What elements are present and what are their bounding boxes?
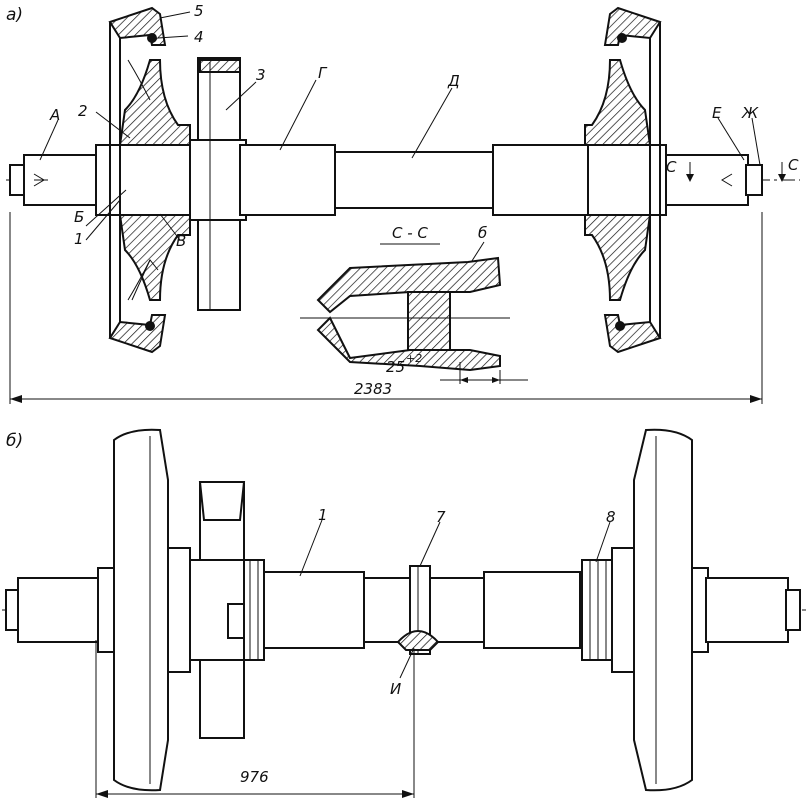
callout-b: Б: [74, 208, 84, 226]
section-mark-c-left: С: [666, 158, 677, 176]
gear-ring-8: [581, 559, 613, 661]
callout-a: А: [49, 106, 60, 124]
section-upper-wall: [316, 256, 502, 314]
overall-length-value: 2383: [354, 380, 392, 398]
right-wheel-seat: [587, 144, 667, 216]
callout-4: 4: [194, 28, 204, 46]
section-dimension: 25: [386, 358, 405, 376]
left-journal-b: [17, 577, 101, 643]
left-wheel-section: [108, 6, 191, 354]
overall-dimension: 2383: [9, 212, 763, 404]
left-wheel-rim-bottom: [108, 314, 167, 354]
left-wheel-hub-bottom: [118, 214, 191, 301]
view-b-label: б): [6, 431, 23, 451]
bottom-dimension: 976: [95, 640, 415, 798]
left-wheel-hub-top: [118, 59, 191, 146]
bottom-dimension-value: 976: [240, 768, 269, 786]
right-journal-b: [705, 577, 789, 643]
view-b: б): [2, 428, 806, 798]
axle-b-right: [483, 571, 581, 649]
callout-b-1: 1: [318, 506, 328, 524]
right-wheel-b: [633, 428, 693, 792]
section-mark-c-right: С: [788, 156, 799, 174]
section-tolerance: +2: [406, 352, 422, 365]
callout-e: Е: [712, 104, 722, 122]
callout-1: 1: [74, 230, 84, 248]
callout-v: В: [176, 232, 186, 250]
callout-5: 5: [194, 2, 204, 20]
section-lower-wall: [316, 316, 501, 372]
axle-b-left: [263, 571, 365, 649]
callout-d: Д: [447, 72, 460, 90]
callout-zh: Ж: [741, 104, 759, 122]
callout-b-7: 7: [436, 508, 446, 526]
callout-g: Г: [318, 64, 328, 82]
callout-b-8: 8: [606, 508, 616, 526]
section-title: С - С: [392, 224, 428, 242]
left-wheel-seat: [95, 144, 197, 216]
brake-disc: [189, 57, 247, 311]
view-a: а): [6, 2, 800, 404]
axle-section-right: [492, 144, 589, 216]
axle-middle-d: [334, 151, 494, 209]
right-wheel-rim-bottom: [603, 314, 662, 354]
right-journal: [665, 154, 749, 206]
right-wheel-rim-top: [603, 6, 662, 46]
right-axle-cap: [745, 164, 763, 196]
axle-section-g: [239, 144, 336, 216]
right-wheel-hub-top: [584, 59, 652, 146]
view-a-label: а): [6, 5, 23, 25]
left-wheel-b: [113, 428, 169, 792]
section-c-c: С - С б 25 +2: [300, 224, 528, 384]
right-wheel-section: [584, 6, 662, 354]
callout-2: 2: [78, 102, 88, 120]
section-callout-b: б: [478, 224, 487, 242]
right-wheel-hub-bottom: [584, 214, 652, 301]
leaders-top: [39, 11, 761, 241]
callout-3: 3: [256, 66, 266, 84]
callout-b-i: И: [390, 680, 401, 698]
